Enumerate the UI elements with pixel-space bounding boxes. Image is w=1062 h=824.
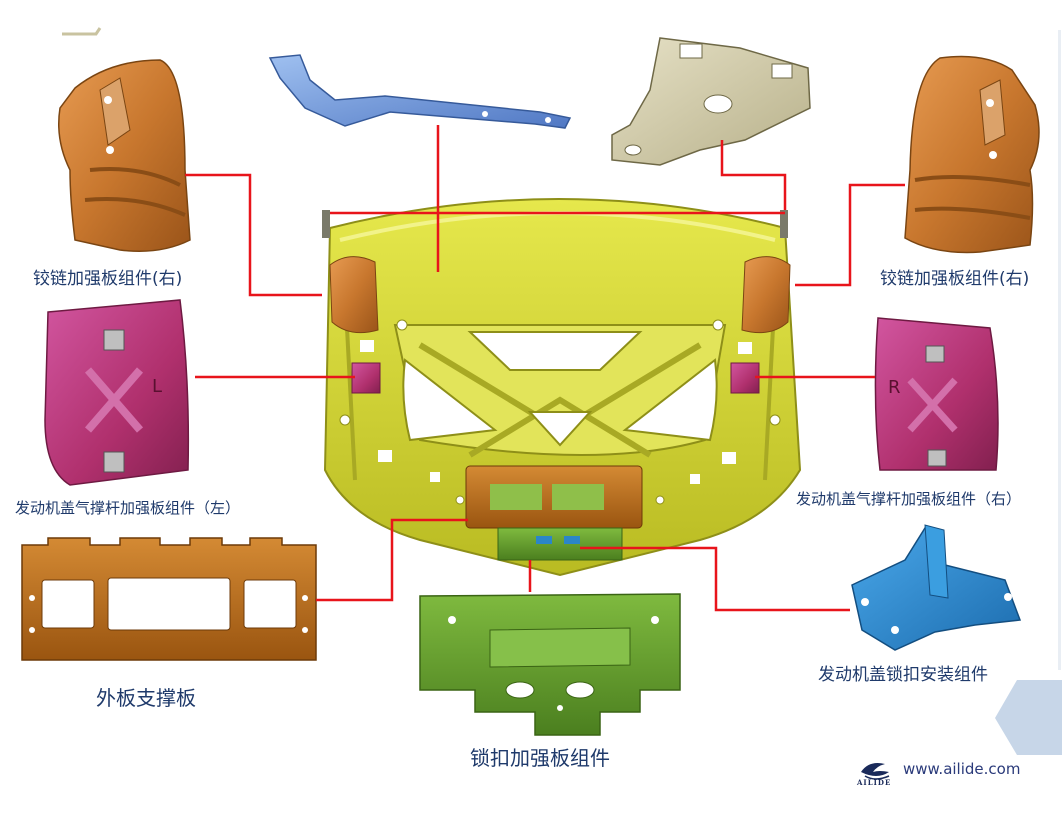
hinge-reinforcement-right (904, 55, 1040, 254)
strut-reinforcement-right: R (874, 317, 999, 471)
leader-outer-support (316, 518, 468, 602)
leader-lines (185, 125, 905, 612)
label-strut-left: 发动机盖气撑杆加强板组件（左） (15, 499, 241, 517)
label-hinge-right: 铰链加强板组件(右) (880, 269, 1030, 289)
latch-install-bracket (851, 524, 1022, 651)
brand-block: AILIDE www.ailide.com (855, 752, 1055, 792)
brand-url: www.ailide.com (903, 760, 1021, 778)
label-hinge-left: 铰链加强板组件(右) (33, 269, 183, 289)
label-latch-install: 发动机盖锁扣安装组件 (818, 665, 988, 685)
hood-inner-panel (322, 198, 802, 577)
hinge-reinforcement-left (58, 59, 191, 252)
label-strut-right: 发动机盖气撑杆加强板组件（右） (796, 490, 1022, 508)
label-latch-reinforcement: 锁扣加强板组件 (470, 746, 610, 770)
leader-hinge-left (185, 173, 322, 297)
label-outer-support: 外板支撑板 (96, 686, 196, 710)
leader-latch-install (580, 546, 850, 612)
brand-name: AILIDE (857, 778, 892, 787)
right-edge-tab (995, 680, 1062, 755)
leader-top-bracket-beige (720, 140, 787, 210)
leader-hinge-right (795, 183, 905, 287)
corner-mark (62, 27, 102, 36)
outer-support-plate (21, 537, 317, 661)
top-bracket-blue (268, 54, 572, 129)
strut-right-mark: R (888, 377, 901, 398)
strut-left-mark: L (152, 376, 162, 397)
right-edge-line (1058, 30, 1061, 670)
brand-logo-icon (861, 763, 890, 780)
latch-reinforcement-plate (419, 593, 681, 736)
top-bracket-beige (611, 37, 811, 166)
strut-reinforcement-left: L (44, 299, 190, 486)
